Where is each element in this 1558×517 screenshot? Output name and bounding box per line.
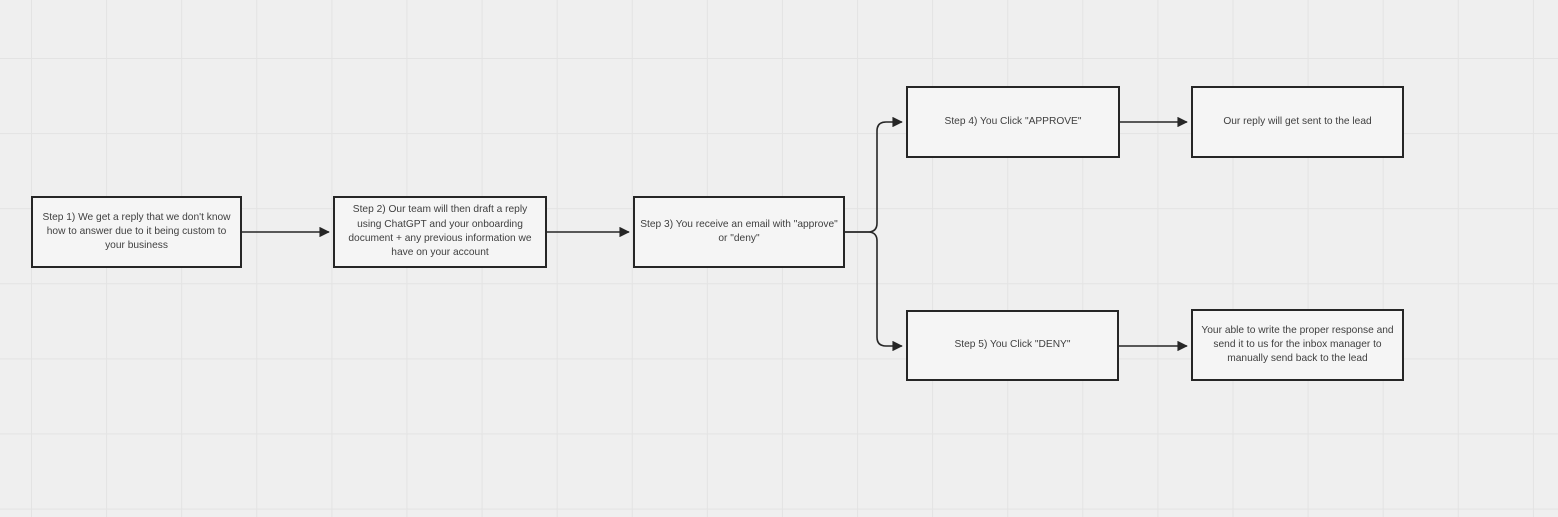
flowchart-node-step2[interactable]: Step 2) Our team will then draft a reply… xyxy=(333,196,547,268)
node-label: Step 5) You Click "DENY" xyxy=(954,339,1071,351)
flowchart-node-step5[interactable]: Step 5) You Click "DENY" xyxy=(906,310,1119,381)
node-label: Step 2) Our team will then draft a reply… xyxy=(348,204,532,259)
node-label: Your able to write the proper response a… xyxy=(1201,324,1394,365)
node-label: Our reply will get sent to the lead xyxy=(1223,115,1372,127)
flowchart-node-step4[interactable]: Step 4) You Click "APPROVE" xyxy=(906,86,1120,158)
connector-arrow-step3-to-step5[interactable] xyxy=(845,231,903,352)
flowchart-node-step1[interactable]: Step 1) We get a reply that we don't kno… xyxy=(31,196,242,268)
flowchart-node-approve-result[interactable]: Our reply will get sent to the lead xyxy=(1191,86,1404,158)
connector-arrow-step3-to-step4[interactable] xyxy=(845,116,903,233)
flowchart-node-deny-result[interactable]: Your able to write the proper response a… xyxy=(1191,309,1404,381)
node-label: Step 4) You Click "APPROVE" xyxy=(944,115,1082,127)
flowchart-node-step3[interactable]: Step 3) You receive an email with "appro… xyxy=(633,196,845,268)
node-label: Step 1) We get a reply that we don't kno… xyxy=(42,211,231,252)
node-label: Step 3) You receive an email with "appro… xyxy=(640,218,838,244)
